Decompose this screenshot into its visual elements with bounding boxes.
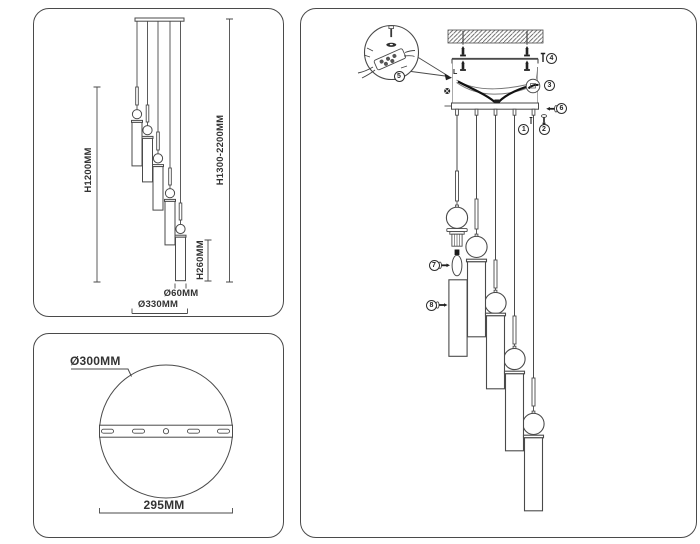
canopy-diameter-label: Ø300MM <box>70 354 121 368</box>
callout-3-cord-grip: 3 <box>544 80 555 91</box>
overall-height-label: H1300-2200MM <box>215 114 226 186</box>
shade-diameter-label: Ø60MM <box>163 288 199 299</box>
rod-height-label: H1200MM <box>83 147 94 193</box>
callout-8-shade: 8 <box>426 299 437 311</box>
bracket-length-label: 295MM <box>143 498 185 512</box>
assembly-panel <box>300 8 697 538</box>
cluster-diameter-label: Ø330MM <box>137 299 179 310</box>
callout-1-cord: 1 <box>518 123 530 135</box>
callout-2-screw: 2 <box>538 124 550 135</box>
shade-height-label: H260MM <box>195 240 206 280</box>
callout-5-terminal: 5 <box>393 71 405 82</box>
callout-7-bulb: 7 <box>428 259 440 271</box>
canopy-top-view-panel <box>33 333 284 538</box>
live-terminal-label: L <box>453 69 458 76</box>
front-view-panel <box>33 8 284 317</box>
callout-6-canopy-screw: 6 <box>556 103 567 115</box>
callout-4-bracket-screw: 4 <box>546 53 557 64</box>
